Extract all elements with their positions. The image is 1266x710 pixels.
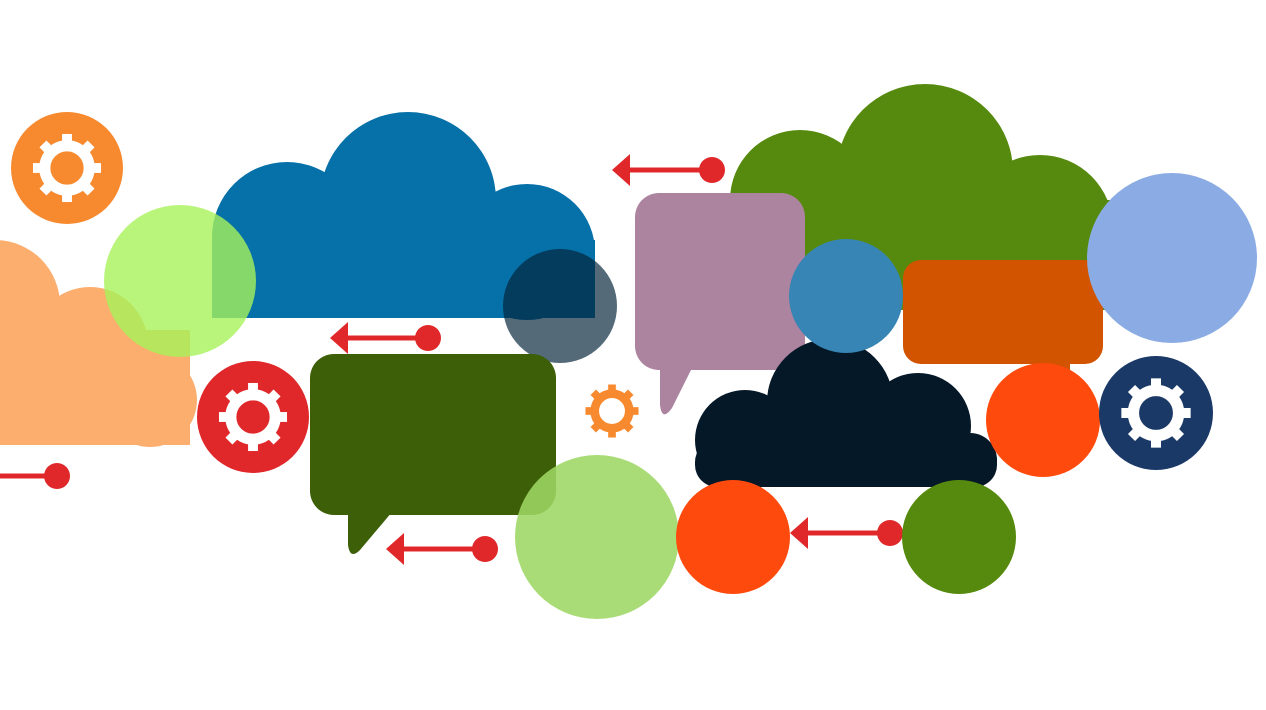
dark-translucent-circle <box>503 249 617 363</box>
gear-ring <box>590 389 634 433</box>
sky-circle <box>1087 173 1257 343</box>
vermilion-circle-right <box>986 363 1100 477</box>
bubble-tail <box>660 360 695 415</box>
gear-icon <box>32 133 102 203</box>
lime-circle <box>104 205 256 357</box>
forest-speech-bubble <box>310 354 556 554</box>
cloud-base <box>695 440 997 487</box>
bubble-body <box>903 260 1103 364</box>
gear-icon <box>585 384 639 438</box>
gear-ring <box>39 140 95 196</box>
bubble-body <box>635 193 805 370</box>
steel-blue-circle <box>789 239 903 353</box>
gear-ring <box>1127 384 1185 442</box>
mauve-speech-bubble <box>635 193 805 415</box>
gear-icon <box>1121 378 1191 448</box>
vermilion-circle-bottom <box>676 480 790 594</box>
arrow-left-icon <box>612 154 725 186</box>
bubble-tail <box>348 505 392 554</box>
gear-icon <box>218 382 288 452</box>
arrow-left-icon <box>330 322 441 354</box>
light-green-circle <box>515 455 679 619</box>
bubble-body <box>310 354 556 515</box>
gear-ring <box>225 389 281 445</box>
green-circle-bottom <box>902 480 1016 594</box>
navy-black-cloud <box>695 339 997 490</box>
navy-gear-badge <box>1099 356 1213 470</box>
arrow-left-icon <box>386 533 498 565</box>
arrow-left-icon <box>790 517 903 549</box>
arrow-left-icon <box>0 463 70 489</box>
cloud-lobe <box>767 339 893 465</box>
orange-gear-badge <box>11 112 123 224</box>
red-gear-badge <box>197 361 309 473</box>
